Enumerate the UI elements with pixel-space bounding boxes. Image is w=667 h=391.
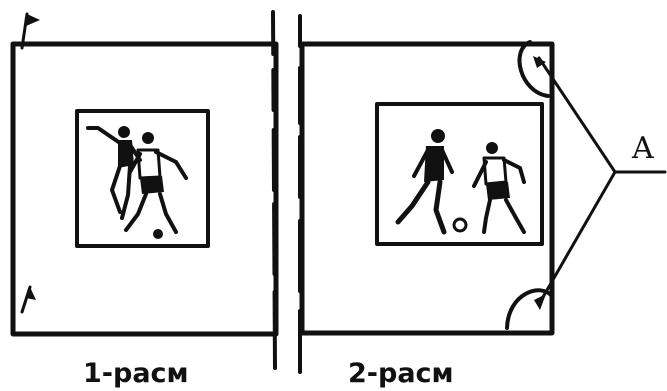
figure-2-picture-frame [375,102,544,246]
flag-icon-bottom-left [20,285,36,314]
figure-1-caption: 1-расм [83,358,189,389]
figure-1: 1-расм [10,12,279,389]
figure-2: A 2-расм [299,40,667,389]
figure-2-caption: 2-расм [348,358,454,389]
arrowhead-top-icon [533,56,546,68]
football-players-icon-2 [395,129,526,235]
figure-1-picture-frame [75,109,210,248]
football-players-icon [86,126,188,239]
angle-lines [537,56,667,306]
figure-2-frame [299,41,555,336]
flag-icon-top-left [20,12,40,50]
figure-1-frame [10,41,279,337]
corner-arc-bottom-right [505,288,554,330]
point-a-label: A [631,131,654,166]
corner-arc-top-right [517,40,550,98]
